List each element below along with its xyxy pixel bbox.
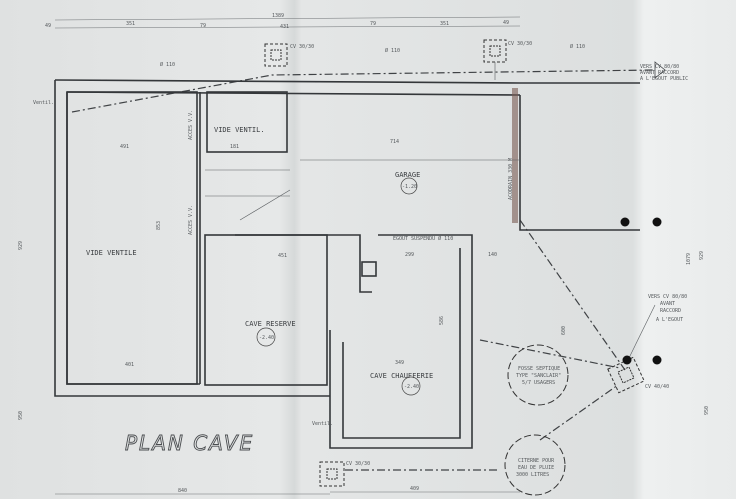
- room-labels: VIDE VENTILE VIDE VENTIL. ACCES V.V. ACC…: [33, 100, 514, 427]
- inner-dimensions: 491 181 714 853 401 451 299 349 586 600 …: [18, 139, 710, 495]
- manhole-cv-40: [607, 356, 645, 394]
- septic-label: FOSSE SEPTIQUE: [518, 366, 560, 372]
- dim: 491: [120, 144, 129, 150]
- dim-total-width: 1389: [272, 13, 284, 19]
- sewer-note: RACCORD: [660, 308, 681, 314]
- sewer-pipes: CV 30/30 CV 30/30 Ø 110 Ø 110 Ø 110 VERS…: [71, 39, 688, 471]
- dim: 586: [439, 316, 445, 325]
- punch-hole: [652, 355, 662, 365]
- cistern-label: 3000 LITRES: [516, 472, 549, 478]
- acodrain-note: ACODRAIN 330 M: [508, 158, 514, 200]
- level-cave-reserve: -2.40: [259, 335, 274, 341]
- cv-label: CV 30/30: [346, 461, 370, 467]
- pipe-label: Ø 110: [160, 61, 175, 68]
- chimney: [361, 261, 377, 277]
- room-cave-reserve: CAVE RESERVE: [245, 320, 296, 328]
- punch-hole: [620, 217, 630, 227]
- dim: 351: [440, 21, 449, 27]
- ventil-note: Ventil.: [312, 421, 333, 427]
- sewer-note: VERS CV 80/80: [648, 294, 687, 300]
- manhole-cv-bottom: [319, 461, 345, 487]
- plan-title: PLAN CAVE: [125, 431, 254, 455]
- drain-channel: [512, 88, 518, 223]
- room-vide-ventile: VIDE VENTILE: [86, 249, 137, 257]
- cistern-label: EAU DE PLUIE: [518, 465, 554, 471]
- cistern-label: CITERNE POUR: [518, 458, 555, 464]
- dim: 299: [405, 252, 414, 258]
- room-vide-ventil: VIDE VENTIL.: [214, 126, 265, 134]
- punch-hole: [652, 217, 662, 227]
- sewer-note: AVANT RACCORD: [640, 70, 679, 76]
- egout-note: EGOUT SUSPENDU Ø 110: [393, 235, 453, 242]
- label-acces-vv: ACCES V.V.: [188, 205, 194, 235]
- sewer-note: A L'EGOUT PUBLIC: [640, 76, 688, 82]
- sewer-note: VERS CV 80/80: [640, 64, 679, 70]
- top-dimensions: 1389 49 351 79 431 79 351 49: [45, 13, 521, 30]
- dim: 349: [395, 360, 404, 366]
- punch-hole: [622, 355, 632, 365]
- manhole-cv-top-left: [264, 43, 288, 67]
- dim: 409: [410, 486, 419, 492]
- room-garage: GARAGE: [395, 171, 420, 179]
- septic-label: TYPE "SANCLAIR": [516, 373, 561, 379]
- sewer-note: A L'EGOUT: [656, 317, 683, 323]
- ventil-note: Ventil.: [33, 100, 54, 106]
- dim: 929: [18, 241, 24, 250]
- dim: 714: [390, 139, 399, 145]
- dim: 840: [178, 488, 187, 494]
- dim: 451: [278, 253, 287, 259]
- room-cave-chaufferie: CAVE CHAUFFERIE: [370, 372, 433, 380]
- dim: 950: [704, 406, 710, 415]
- dim: 351: [126, 21, 135, 27]
- dim: 181: [230, 144, 239, 150]
- sewer-note: AVANT: [660, 301, 675, 307]
- dim: 79: [200, 23, 206, 29]
- dim: 1079: [686, 253, 692, 265]
- pipe-label: Ø 110: [570, 43, 585, 50]
- dim: 49: [45, 23, 51, 29]
- dim: 950: [18, 411, 24, 420]
- dim: 49: [503, 20, 509, 26]
- arrow-icon: [654, 61, 666, 79]
- septic-label: 5/7 USAGERS: [522, 380, 555, 386]
- level-garage: -1.20: [402, 184, 417, 190]
- dim: 140: [488, 252, 497, 258]
- cv-label: CV 30/30: [290, 44, 314, 50]
- dim: 79: [370, 21, 376, 27]
- dim: 431: [280, 24, 289, 30]
- dim: 600: [561, 326, 567, 335]
- level-cave-chaufferie: -2.40: [404, 384, 419, 390]
- septic-tank: [507, 344, 569, 406]
- dim: 401: [125, 362, 134, 368]
- pipe-label: Ø 110: [385, 47, 400, 54]
- cv-label: CV 40/40: [645, 384, 669, 390]
- label-acces-vv: ACCES V.V.: [188, 110, 194, 140]
- cv-label: CV 30/30: [508, 41, 532, 47]
- dim: 853: [156, 221, 162, 230]
- manhole-cv-top-right: [483, 39, 507, 63]
- walls: [54, 79, 640, 449]
- dim: 929: [699, 251, 705, 260]
- rainwater-cistern: [504, 434, 566, 496]
